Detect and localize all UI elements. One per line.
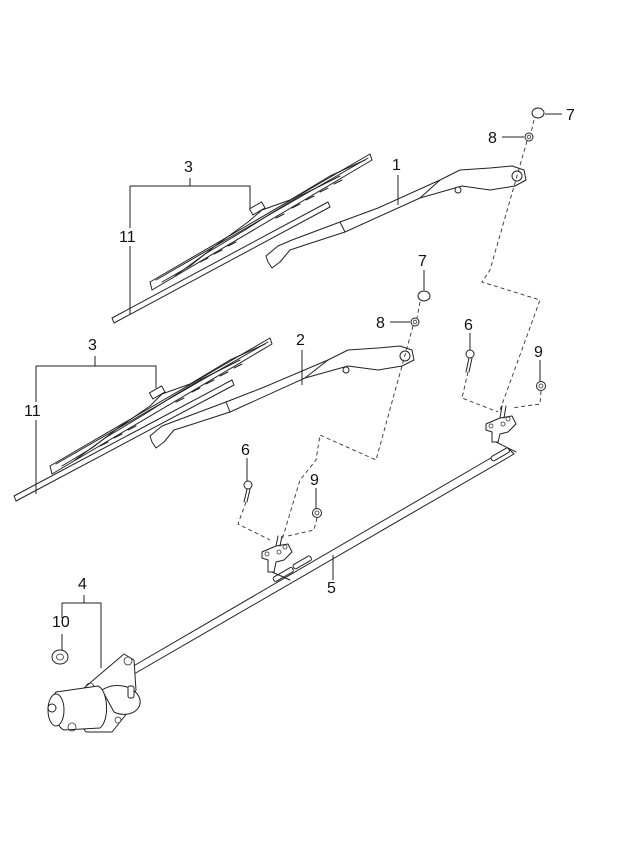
callout-3-lower: 3	[88, 337, 97, 354]
leader-lines	[35, 113, 562, 668]
nut-left	[312, 508, 322, 518]
callout-3-upper: 3	[184, 159, 193, 176]
wiper-linkage	[129, 447, 515, 675]
pivot-left	[261, 535, 293, 581]
callout-label-4: 4	[78, 576, 87, 593]
blade-refill-lower	[13, 379, 235, 502]
callout-6-right: 6	[464, 317, 473, 334]
callout-2: 2	[296, 332, 305, 349]
callout-11-upper: 11	[119, 229, 136, 246]
wiper-arm-lower	[149, 345, 415, 449]
cap-lower	[417, 290, 431, 302]
nut-right	[536, 381, 546, 391]
blade-refill-upper	[111, 201, 331, 324]
callout-1: 1	[392, 157, 401, 174]
nut-upper	[524, 132, 534, 142]
nut-lower	[410, 317, 420, 327]
callout-6-left: 6	[241, 442, 250, 459]
assembly-lines	[237, 119, 542, 541]
callout-label-10: 10	[52, 614, 70, 631]
wiper-blade-lower	[49, 337, 273, 475]
callout-7-upper: 7	[566, 107, 575, 124]
callout-label-5: 5	[327, 580, 336, 597]
wiper-motor	[47, 653, 141, 733]
grommet	[51, 649, 69, 665]
callout-labels: 3 11 1 7 8 3 11 2 7 8 6 9 6 9 5 4	[24, 107, 575, 489]
pivot-right	[485, 405, 517, 453]
bolt-left	[243, 480, 253, 503]
callout-11-lower: 11	[24, 403, 41, 420]
callout-8-lower: 8	[376, 315, 385, 332]
callout-7-lower: 7	[418, 253, 427, 270]
callout-9-right: 9	[534, 344, 543, 361]
cap-upper	[531, 107, 545, 119]
wiper-blade-upper	[149, 153, 373, 291]
callout-9-left: 9	[310, 472, 319, 489]
callout-8-upper: 8	[488, 130, 497, 147]
bolt-right	[465, 349, 475, 373]
